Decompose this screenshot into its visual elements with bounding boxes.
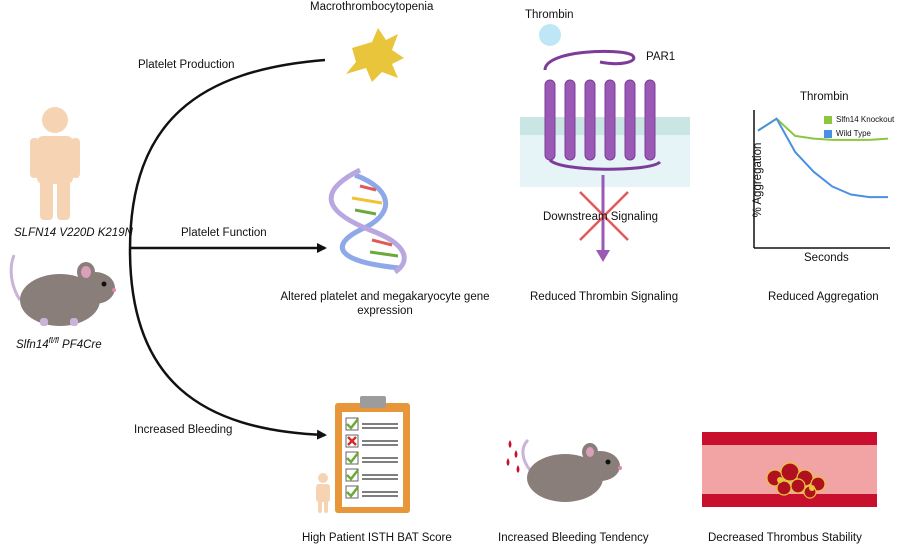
outcome-reduced-aggregation: Reduced Aggregation <box>768 291 879 303</box>
par1-label: PAR1 <box>646 51 676 63</box>
human-figure-icon <box>30 107 80 220</box>
bleeding-mouse-icon <box>506 438 622 502</box>
blocked-cross-icon <box>579 191 629 241</box>
downstream-signaling-label: Downstream Signaling <box>543 211 659 223</box>
branch-platelet-function: Platelet Function <box>181 227 267 239</box>
chart-x-axis-label: Seconds <box>804 252 849 264</box>
thrombin-ligand-icon <box>539 24 561 46</box>
mouse-cre-text: PF4Cre <box>58 338 102 351</box>
aggregation-chart <box>753 110 890 249</box>
patient-figure-icon <box>316 473 330 513</box>
human-variant-label: SLFN14 V220D K219N <box>14 227 133 239</box>
legend-label-wildtype: Wild Type <box>836 129 871 138</box>
outcome-isth-bat-score: High Patient ISTH BAT Score <box>302 532 452 544</box>
legend-label-knockout: Slfn14 Knockout <box>836 115 895 124</box>
mouse-floxed-text: fl/fl <box>48 336 59 345</box>
blood-vessel-icon <box>702 432 877 507</box>
outcome-macrothrombocytopenia: Macrothrombocytopenia <box>310 1 434 13</box>
series-line-knockout <box>757 117 889 141</box>
outcome-bleeding-tendency: Increased Bleeding Tendency <box>498 532 649 544</box>
mouse-model-label: Slfn14fl/fl PF4Cre <box>16 334 102 352</box>
mouse-icon <box>9 254 116 326</box>
branch-platelet-production: Platelet Production <box>138 59 235 71</box>
legend-swatch-wildtype <box>824 130 832 138</box>
platelet-icon <box>346 28 404 82</box>
branch-arrows <box>128 58 327 440</box>
mouse-gene-text: Slfn14 <box>16 338 49 351</box>
legend-swatch-knockout <box>824 116 832 124</box>
outcome-gene-expression: Altered platelet and megakaryocyte gene … <box>280 291 490 317</box>
dna-icon <box>328 167 407 275</box>
chart-y-axis-label: % Aggregation <box>752 142 764 218</box>
branch-increased-bleeding: Increased Bleeding <box>134 424 233 436</box>
thrombin-label: Thrombin <box>525 9 574 21</box>
series-line-wildtype <box>757 117 888 199</box>
clipboard-icon <box>335 396 410 513</box>
outcome-thrombus-stability: Decreased Thrombus Stability <box>708 532 862 544</box>
chart-title: Thrombin <box>800 91 849 103</box>
par1-receptor-icon <box>543 49 662 171</box>
outcome-reduced-thrombin-signaling: Reduced Thrombin Signaling <box>530 291 679 303</box>
